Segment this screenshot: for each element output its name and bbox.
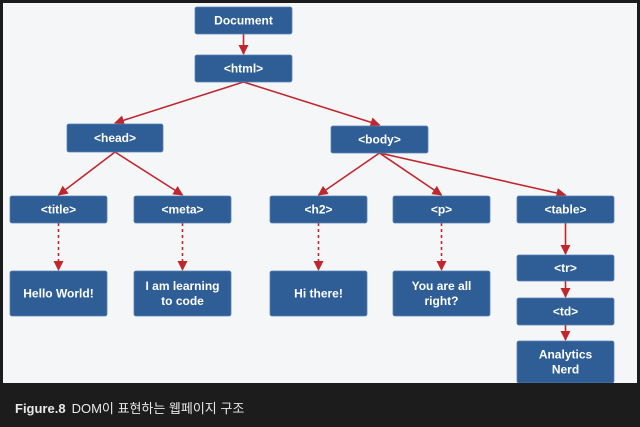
- node-label: <meta>: [161, 203, 203, 217]
- node-label: <td>: [553, 305, 578, 319]
- node-label: <h2>: [304, 203, 332, 217]
- node-box: [516, 340, 615, 383]
- node-label: Hi there!: [294, 287, 343, 301]
- node-title: <title>: [9, 195, 108, 224]
- node-label: <p>: [431, 203, 452, 217]
- node-text-hello: Hello World!: [9, 270, 108, 317]
- node-label: Analytics: [539, 348, 593, 362]
- node-label: <html>: [224, 62, 263, 76]
- node-box: [516, 254, 615, 282]
- edge-body-to-table: [379, 152, 567, 198]
- node-head: <head>: [66, 123, 164, 153]
- node-label: Document: [214, 14, 273, 28]
- node-label: to code: [161, 294, 204, 308]
- node-label: <table>: [544, 203, 586, 217]
- edge-head-to-title: [57, 151, 116, 196]
- node-meta: <meta>: [133, 195, 232, 224]
- node-box: [9, 270, 108, 317]
- node-label: right?: [425, 294, 459, 308]
- node-text-hi: Hi there!: [269, 270, 368, 317]
- node-box: [269, 270, 368, 317]
- dom-tree-diagram: Document <html> <head> <body> <title> <meta> <…: [3, 3, 637, 383]
- node-box: [392, 270, 491, 317]
- node-html: <html>: [194, 54, 293, 83]
- node-p: <p>: [392, 195, 491, 224]
- node-box: [9, 195, 108, 224]
- node-box: [133, 270, 232, 317]
- node-box: [194, 6, 293, 35]
- node-box: [133, 195, 232, 224]
- edge-html-to-body: [243, 81, 381, 128]
- node-box: [516, 195, 615, 224]
- figure-caption: Figure.8 DOM이 표현하는 웹페이지 구조: [15, 398, 244, 417]
- edge-head-to-meta: [114, 151, 184, 196]
- node-body: <body>: [330, 125, 429, 154]
- node-box: [269, 195, 368, 224]
- node-label: <title>: [41, 203, 76, 217]
- node-document: Document: [194, 6, 293, 35]
- node-label: You are all: [412, 279, 472, 293]
- node-label: Hello World!: [23, 287, 93, 301]
- caption-text: DOM이 표현하는 웹페이지 구조: [71, 401, 245, 416]
- edge-body-to-p: [379, 152, 443, 196]
- node-h2: <h2>: [269, 195, 368, 224]
- node-label: <body>: [358, 133, 401, 147]
- node-td: <td>: [516, 297, 615, 326]
- node-box: [330, 125, 429, 154]
- node-box: [194, 54, 293, 83]
- edge-html-to-head: [114, 81, 244, 126]
- node-box: [392, 195, 491, 224]
- node-box: [516, 297, 615, 326]
- node-table: <table>: [516, 195, 615, 224]
- node-label: I am learning: [145, 279, 219, 293]
- caption-label: Figure.8: [15, 401, 66, 416]
- node-label: <head>: [94, 131, 136, 145]
- diagram-svg: Document <html> <head> <body> <title> <meta> <…: [9, 6, 615, 383]
- node-label: <tr>: [554, 261, 577, 275]
- edge-body-to-h2: [317, 152, 380, 196]
- node-tr: <tr>: [516, 254, 615, 282]
- node-label: Nerd: [552, 363, 579, 377]
- node-box: [66, 123, 164, 153]
